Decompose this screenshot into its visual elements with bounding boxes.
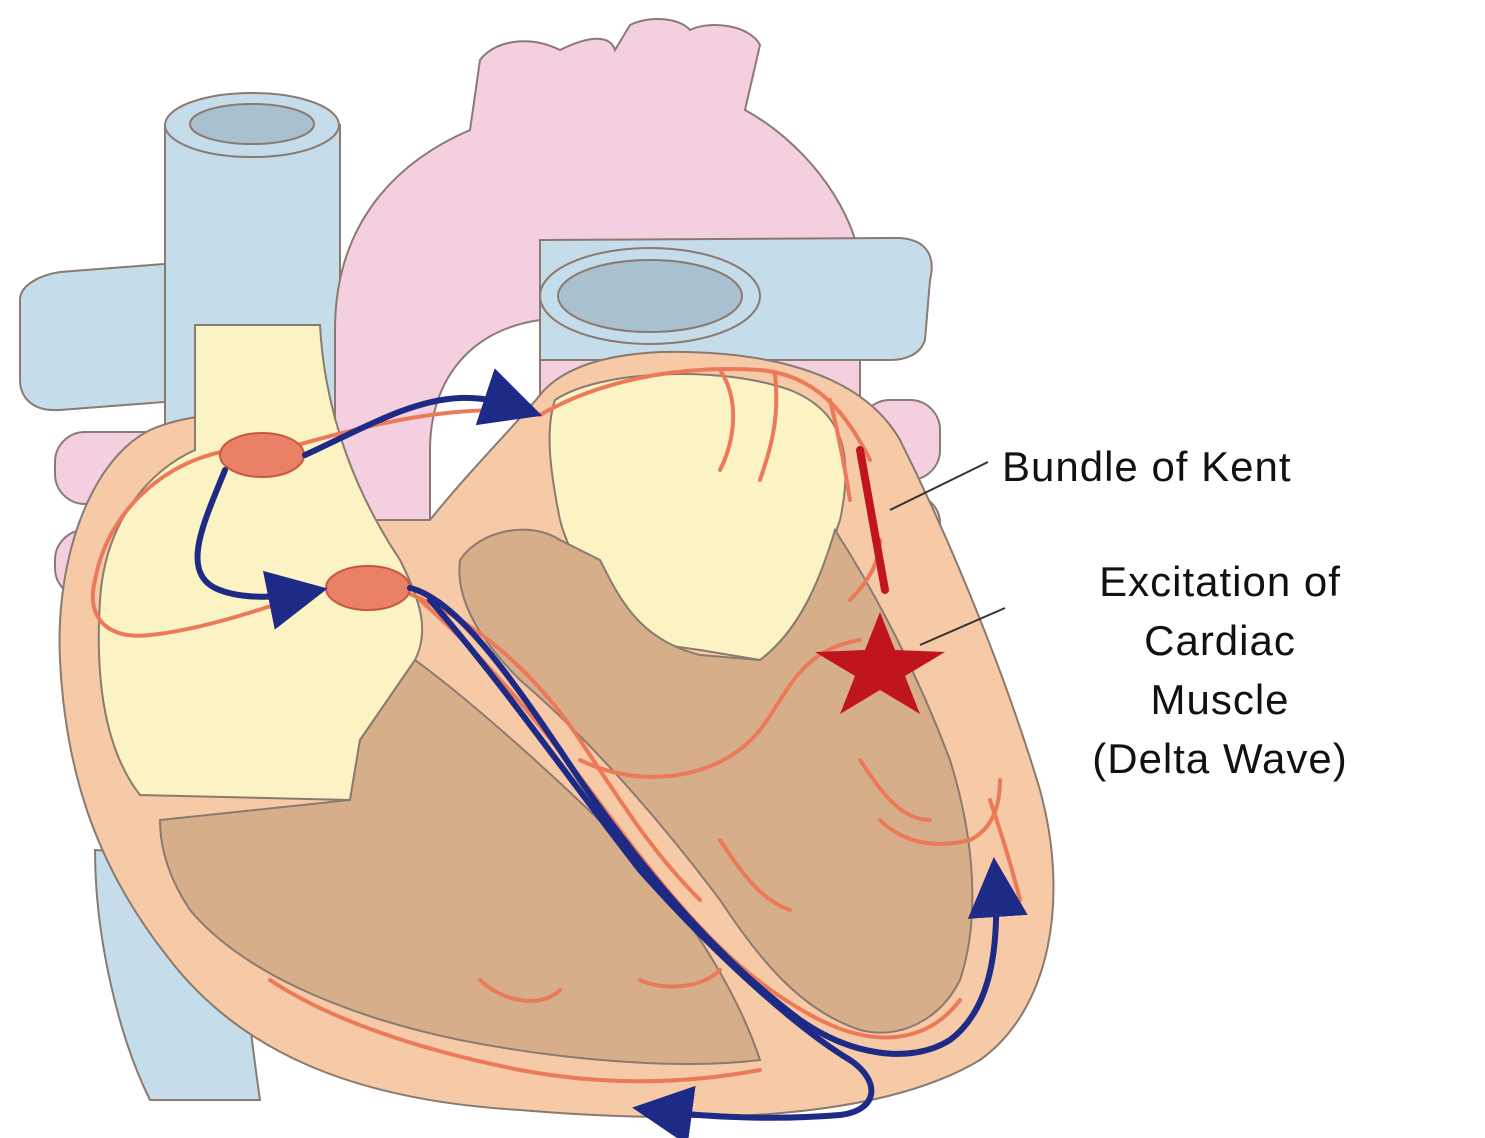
bundle-of-kent-label: Bundle of Kent bbox=[1002, 440, 1482, 494]
excitation-label: Excitation of Cardiac Muscle (Delta Wave… bbox=[1000, 552, 1440, 788]
excitation-label-line1: Excitation of bbox=[1000, 552, 1440, 611]
av-node bbox=[326, 566, 410, 610]
excitation-label-line2: Cardiac bbox=[1000, 611, 1440, 670]
excitation-label-line3: Muscle bbox=[1000, 670, 1440, 729]
sa-node bbox=[220, 433, 304, 477]
excitation-label-line4: (Delta Wave) bbox=[1000, 729, 1440, 788]
